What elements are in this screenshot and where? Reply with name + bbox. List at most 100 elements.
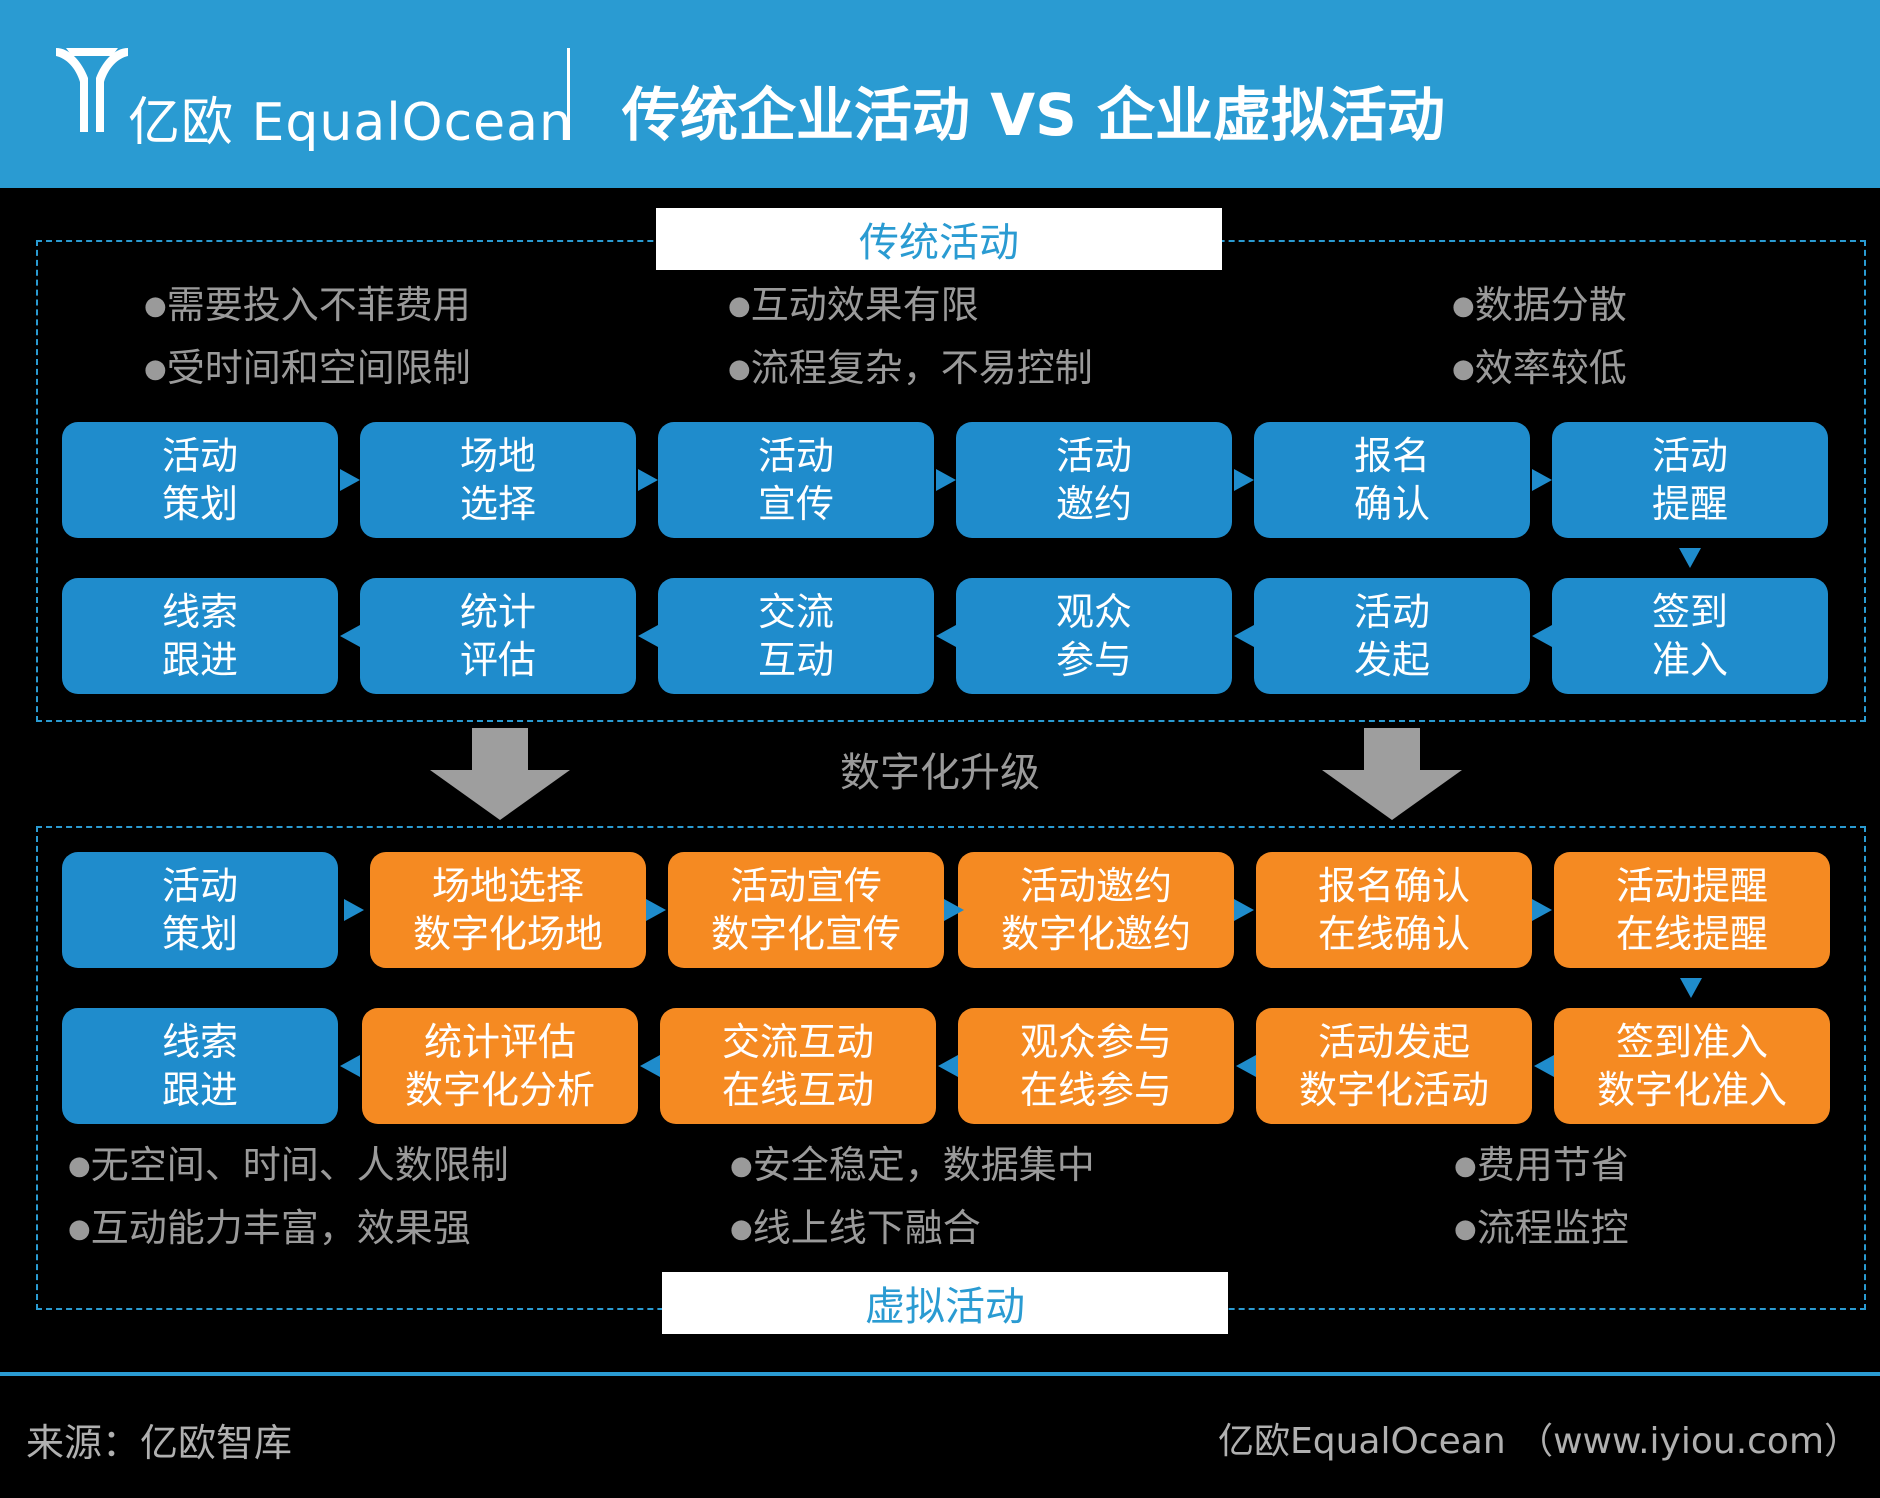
arrow-left-icon [1532, 625, 1552, 647]
step-line2: 发起 [1353, 638, 1430, 682]
arrow-left-icon [638, 625, 658, 647]
step-line2: 在线互动 [721, 1068, 874, 1112]
step-box: 场地选择数字化场地 [370, 852, 646, 968]
traditional-bullets-right: 数据分散 效率较低 [1452, 276, 1627, 402]
step-line1: 场地选择 [431, 864, 584, 908]
step-box: 活动提醒在线提醒 [1554, 852, 1830, 968]
arrow-down-icon [1680, 978, 1702, 998]
header-divider [567, 48, 570, 140]
arrow-right-icon [1234, 899, 1254, 921]
step-line1: 报名 [1353, 434, 1430, 478]
step-line1: 交流互动 [721, 1020, 874, 1064]
step-box: 统计评估 [360, 578, 636, 694]
step-line1: 签到准入 [1615, 1020, 1768, 1064]
step-box: 活动策划 [62, 852, 338, 968]
bullet-item: 安全稳定，数据集中 [730, 1136, 1095, 1199]
step-box: 观众参与 [956, 578, 1232, 694]
bullet-item: 受时间和空间限制 [144, 339, 471, 402]
big-arrow-down-icon [1322, 728, 1462, 820]
step-line1: 活动发起 [1317, 1020, 1470, 1064]
step-line1: 签到 [1651, 590, 1728, 634]
step-line2: 跟进 [161, 1068, 238, 1112]
step-line1: 交流 [757, 590, 834, 634]
arrow-right-icon [646, 899, 666, 921]
step-box: 交流互动 [658, 578, 934, 694]
step-box: 签到准入 [1552, 578, 1828, 694]
step-line1: 活动 [1651, 434, 1728, 478]
step-line2: 数字化准入 [1596, 1068, 1787, 1112]
step-line2: 在线确认 [1317, 912, 1470, 956]
traditional-bullets-left: 需要投入不菲费用 受时间和空间限制 [144, 276, 471, 402]
step-line1: 观众参与 [1019, 1020, 1172, 1064]
arrow-right-icon [1532, 899, 1552, 921]
arrow-left-icon [1236, 1055, 1256, 1077]
source-text: 来源：亿欧智库 [26, 1421, 293, 1465]
step-line1: 观众 [1055, 590, 1132, 634]
step-box: 签到准入数字化准入 [1554, 1008, 1830, 1124]
arrow-right-icon [638, 469, 658, 491]
step-line1: 活动 [161, 864, 238, 908]
step-box: 报名确认在线确认 [1256, 852, 1532, 968]
traditional-bullets-center: 互动效果有限 流程复杂，不易控制 [728, 276, 1093, 402]
bullet-item: 效率较低 [1452, 339, 1627, 402]
step-line1: 线索 [161, 1020, 238, 1064]
step-line2: 确认 [1353, 482, 1430, 526]
step-box: 活动宣传 [658, 422, 934, 538]
arrow-right-icon [1234, 469, 1254, 491]
step-line2: 提醒 [1651, 482, 1728, 526]
bullet-item: 线上线下融合 [730, 1199, 1095, 1262]
step-line1: 统计 [459, 590, 536, 634]
arrow-left-icon [340, 1055, 360, 1077]
transition-label: 数字化升级 [840, 750, 1040, 796]
step-line2: 策划 [161, 482, 238, 526]
arrow-left-icon [936, 625, 956, 647]
virtual-bullets-right: 费用节省 流程监控 [1454, 1136, 1629, 1262]
step-line2: 互动 [757, 638, 834, 682]
step-line2: 跟进 [161, 638, 238, 682]
step-line2: 数字化场地 [412, 912, 603, 956]
step-box: 场地选择 [360, 422, 636, 538]
step-box: 活动邀约数字化邀约 [958, 852, 1234, 968]
logo-text: 亿欧 EqualOcean [128, 93, 573, 153]
step-line2: 数字化宣传 [710, 912, 901, 956]
step-line1: 线索 [161, 590, 238, 634]
arrow-right-icon [944, 899, 964, 921]
step-line2: 数字化活动 [1298, 1068, 1489, 1112]
bullet-item: 无空间、时间、人数限制 [68, 1136, 509, 1199]
step-box: 线索跟进 [62, 578, 338, 694]
step-line1: 活动 [1055, 434, 1132, 478]
arrow-right-icon [340, 469, 360, 491]
step-line1: 活动 [1353, 590, 1430, 634]
step-box: 统计评估数字化分析 [362, 1008, 638, 1124]
step-line2: 评估 [459, 638, 536, 682]
step-box: 活动宣传数字化宣传 [668, 852, 944, 968]
step-line1: 报名确认 [1317, 864, 1470, 908]
step-line1: 统计评估 [423, 1020, 576, 1064]
virtual-bullets-left: 无空间、时间、人数限制 互动能力丰富，效果强 [68, 1136, 509, 1262]
step-line2: 策划 [161, 912, 238, 956]
page-title: 传统企业活动 VS 企业虚拟活动 [622, 81, 1446, 149]
arrow-right-icon [1532, 469, 1552, 491]
arrow-left-icon [938, 1055, 958, 1077]
step-line1: 活动 [757, 434, 834, 478]
virtual-bullets-center: 安全稳定，数据集中 线上线下融合 [730, 1136, 1095, 1262]
step-line2: 数字化分析 [404, 1068, 595, 1112]
bullet-item: 需要投入不菲费用 [144, 276, 471, 339]
step-box: 报名确认 [1254, 422, 1530, 538]
step-line2: 选择 [459, 482, 536, 526]
bullet-item: 互动效果有限 [728, 276, 1093, 339]
arrow-right-icon [344, 899, 364, 921]
step-line1: 场地 [459, 434, 536, 478]
step-box: 活动策划 [62, 422, 338, 538]
arrow-down-icon [1679, 548, 1701, 568]
logo-icon [56, 48, 128, 132]
step-box: 活动发起 [1254, 578, 1530, 694]
arrow-left-icon [340, 625, 360, 647]
step-line2: 在线提醒 [1615, 912, 1768, 956]
step-box: 线索跟进 [62, 1008, 338, 1124]
credit-text: 亿欧EqualOcean （www.iyiou.com） [1218, 1421, 1861, 1462]
bullet-item: 流程复杂，不易控制 [728, 339, 1093, 402]
big-arrow-down-icon [430, 728, 570, 820]
step-line1: 活动 [161, 434, 238, 478]
arrow-right-icon [936, 469, 956, 491]
